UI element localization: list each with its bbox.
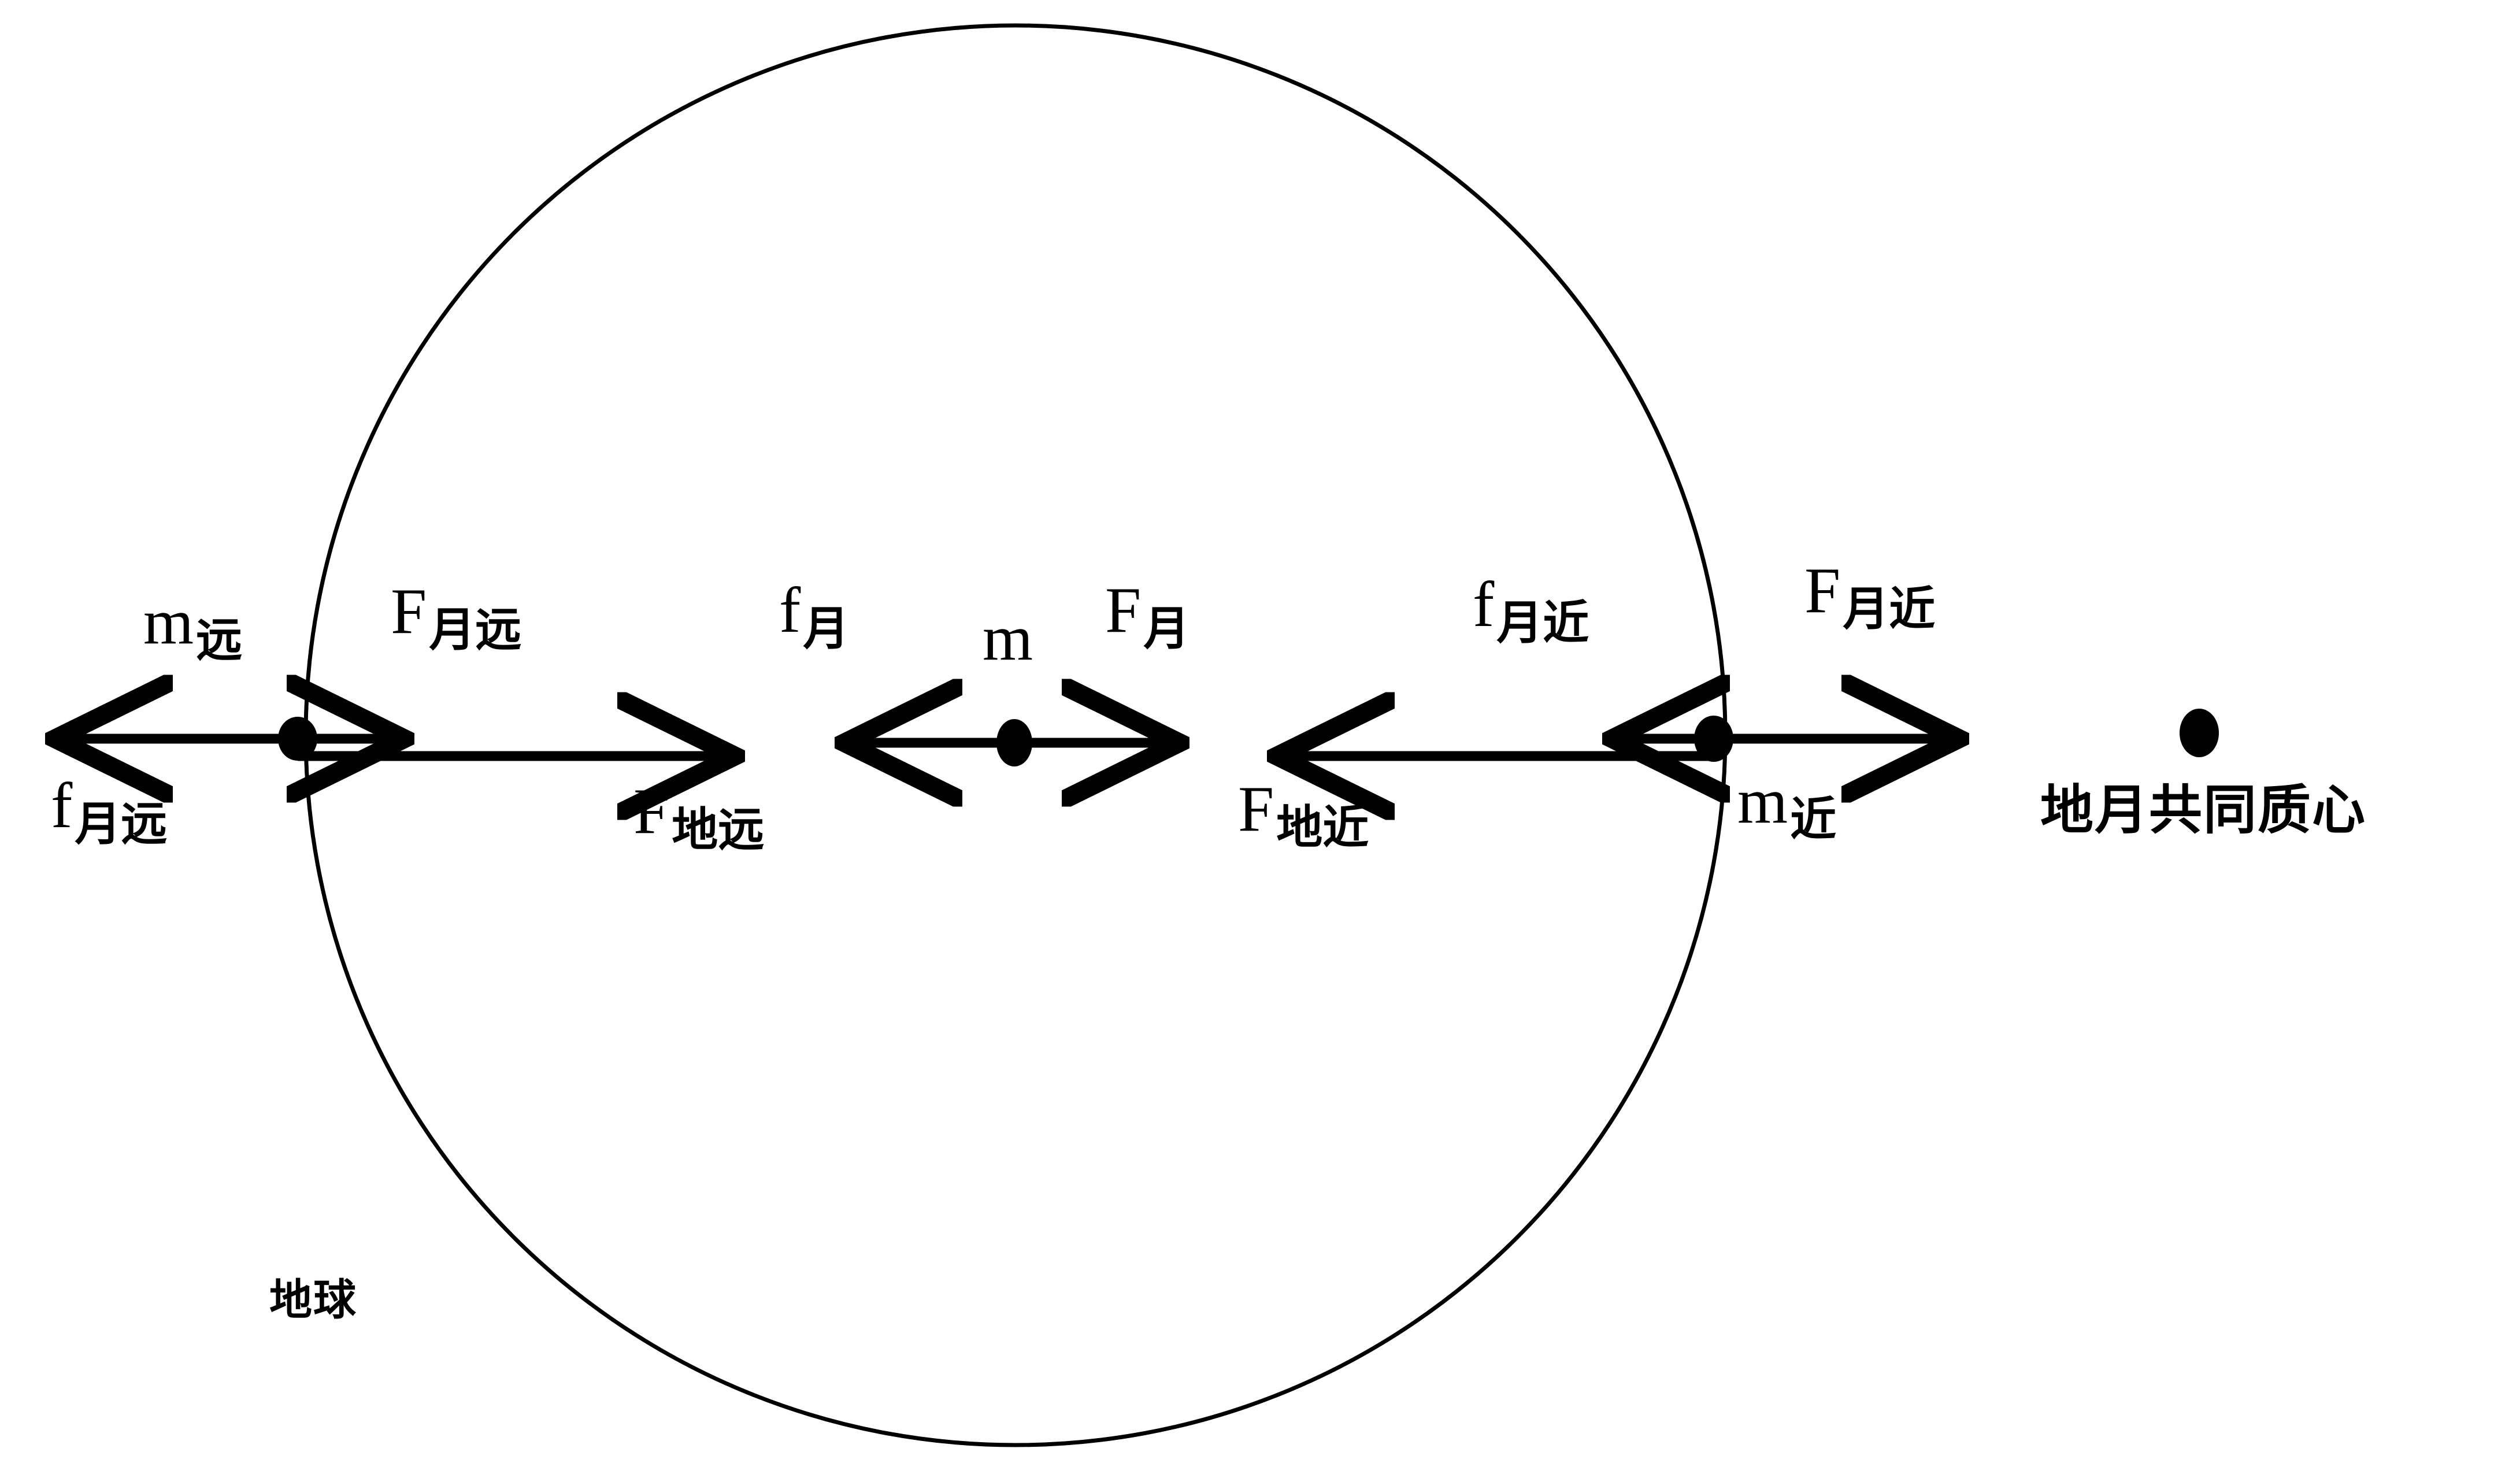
label-force-earth-near-subscript: 地近 (1276, 801, 1369, 854)
label-force-earth-far: F地远 (633, 776, 764, 853)
label-earth: 地球 (269, 1275, 357, 1325)
marker-center-point (996, 719, 1032, 766)
label-tidal-near: f月近 (1473, 569, 1589, 646)
label-force-moon-near: F月近 (1804, 558, 1935, 632)
label-force-moon-far: F月远 (391, 576, 521, 653)
label-tidal-far: f月远 (51, 773, 167, 847)
label-mass-near: m近 (1737, 769, 1836, 843)
label-mass-near-subscript: 近 (1790, 792, 1837, 846)
label-force-moon-center: F月 (1105, 575, 1189, 652)
label-force-moon-center-symbol: F (1105, 575, 1142, 646)
label-force-earth-near: F地近 (1238, 777, 1369, 851)
label-mass-center-symbol: m (983, 602, 1033, 674)
label-force-moon-far-symbol: F (391, 576, 427, 647)
label-tidal-near-subscript: 月近 (1496, 596, 1589, 650)
label-tidal-far-subscript: 月远 (75, 797, 168, 851)
marker-barycenter-point (2180, 709, 2219, 757)
label-mass-far-subscript: 远 (196, 613, 243, 667)
label-force-earth-far-subscript: 地远 (672, 803, 765, 857)
label-force-moon-near-symbol: F (1804, 555, 1841, 627)
label-barycenter: 地月共同质心 (2040, 779, 2367, 841)
label-tidal-center-subscript: 月 (803, 602, 850, 655)
label-force-earth-far-symbol: F (633, 776, 670, 847)
label-tidal-near-symbol: f (1473, 569, 1495, 640)
label-tidal-center-symbol: f (779, 575, 801, 646)
marker-far-point (278, 717, 317, 761)
label-tidal-center: f月 (779, 575, 849, 652)
label-force-moon-center-subscript: 月 (1143, 602, 1190, 655)
label-force-moon-far-subscript: 月远 (429, 603, 522, 657)
label-force-earth-near-symbol: F (1238, 773, 1274, 845)
label-mass-center: m (983, 606, 1033, 671)
label-force-moon-near-subscript: 月近 (1843, 582, 1936, 636)
label-mass-far: m远 (143, 590, 242, 664)
label-mass-far-symbol: m (143, 586, 194, 658)
marker-near-point (1694, 716, 1733, 762)
label-mass-near-symbol: m (1737, 765, 1788, 837)
label-tidal-far-symbol: f (51, 770, 73, 842)
